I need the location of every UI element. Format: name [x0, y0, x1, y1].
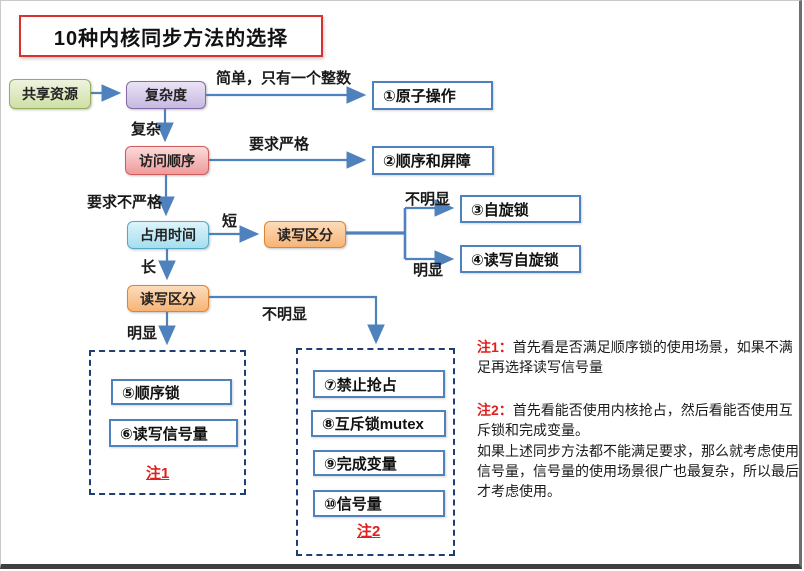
edge-label-simple: 简单，只有一个整数: [216, 70, 352, 87]
group-not-obvious-rw: [296, 348, 455, 556]
edge-label-long: 长: [141, 259, 157, 276]
result-mutex: ⑧互斥锁mutex: [311, 410, 446, 437]
note1-paragraph: 注1：首先看是否满足顺序锁的使用场景，如果不满足再选择读写信号量: [477, 337, 799, 378]
note1-ref: 注1: [146, 465, 170, 482]
note2-text2: 如果上述同步方法都不能满足要求，那么就考虑使用信号量，信号量的使用场景很广也最复…: [477, 442, 799, 500]
edge-label-obvious-bottom: 明显: [127, 325, 158, 342]
node-rw-distinction-long: 读写区分: [127, 285, 209, 312]
edge-label-not-obvious-spin: 不明显: [405, 191, 451, 208]
node-complexity: 复杂度: [126, 81, 206, 109]
edge-label-strict: 要求严格: [249, 136, 310, 153]
edge-label-obvious-spin: 明显: [413, 262, 444, 279]
node-time-held: 占用时间: [127, 221, 209, 249]
edge-label-complex: 复杂: [131, 121, 162, 138]
result-rw-semaphore: ⑥读写信号量: [109, 419, 238, 447]
node-access-order: 访问顺序: [125, 146, 209, 175]
node-rw-distinction-short: 读写区分: [264, 221, 346, 248]
edge-label-short: 短: [222, 213, 238, 230]
edge-label-not-obvious-bottom: 不明显: [262, 306, 308, 323]
note2-text: 首先看能否使用内核抢占，然后看能否使用互斥锁和完成变量。: [477, 402, 793, 439]
result-atomic-operation: ①原子操作: [372, 81, 493, 110]
result-preempt-disable: ⑦禁止抢占: [313, 370, 445, 398]
result-semaphore: ⑩信号量: [313, 490, 445, 517]
node-shared-resource: 共享资源: [9, 79, 91, 109]
note1-label: 注1：: [477, 339, 513, 355]
note2-ref: 注2: [357, 523, 381, 540]
edge-label-not-strict: 要求不严格: [87, 194, 163, 211]
diagram-title: 10种内核同步方法的选择: [19, 15, 323, 57]
result-seqlock: ⑤顺序锁: [111, 379, 232, 405]
result-ordering-barriers: ②顺序和屏障: [372, 146, 494, 175]
result-rw-spinlock: ④读写自旋锁: [460, 245, 581, 273]
note1-text: 首先看是否满足顺序锁的使用场景，如果不满足再选择读写信号量: [477, 339, 793, 376]
note2-paragraph: 注2：首先看能否使用内核抢占，然后看能否使用互斥锁和完成变量。 如果上述同步方法…: [477, 400, 799, 501]
group-obvious-rw: [89, 350, 246, 495]
note2-label: 注2：: [477, 402, 513, 418]
result-spinlock: ③自旋锁: [460, 195, 581, 223]
result-completion-variable: ⑨完成变量: [313, 450, 445, 476]
